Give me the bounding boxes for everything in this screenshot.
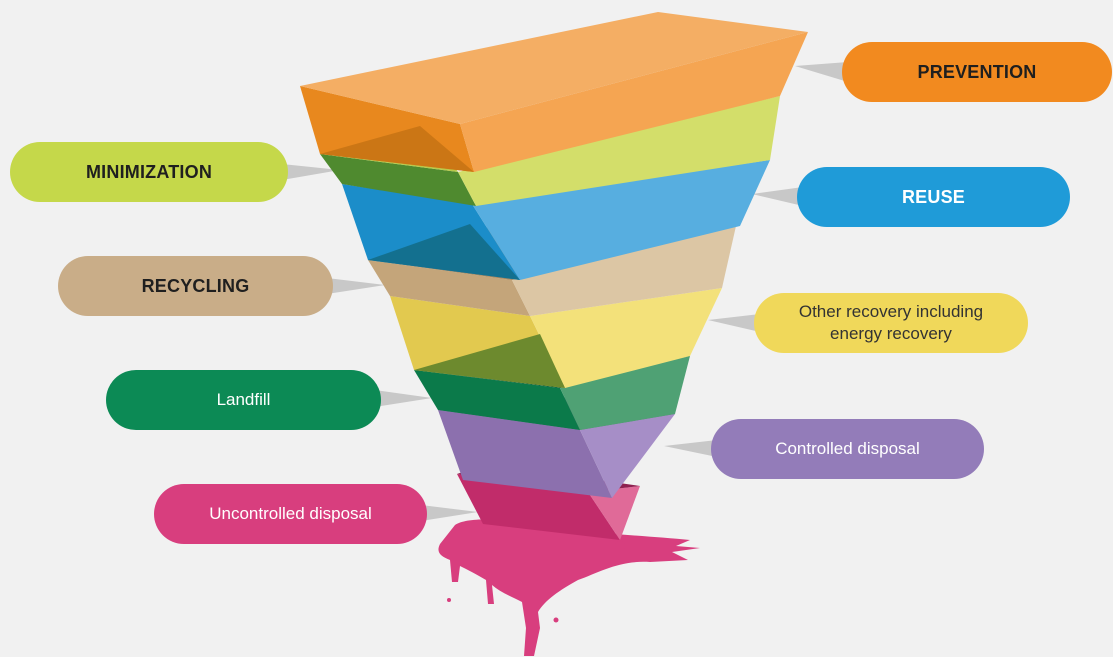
label-prevention: PREVENTION: [842, 42, 1112, 102]
label-recycling-text: RECYCLING: [141, 276, 250, 296]
label-uncontrolled-disposal-text: Uncontrolled disposal: [209, 504, 372, 523]
label-minimization-text: MINIMIZATION: [85, 162, 213, 182]
pointer-uncontrolled-disposal: [421, 505, 478, 521]
funnel-layer-other-recovery: [390, 288, 722, 388]
label-landfill: Landfill: [106, 370, 381, 430]
label-other-recovery-text: Other recovery including energy recovery: [798, 302, 984, 343]
label-other-recovery: Other recovery including energy recovery: [754, 293, 1028, 353]
funnel-layer-reuse: [342, 160, 770, 280]
label-minimization: MINIMIZATION: [10, 142, 288, 202]
label-pointers: [282, 62, 848, 521]
label-controlled-disposal: Controlled disposal: [711, 419, 984, 479]
paint-splash: [438, 519, 700, 656]
funnel-layer-minimization: [320, 96, 780, 206]
label-reuse: REUSE: [797, 167, 1070, 227]
pointer-controlled-disposal: [664, 440, 717, 457]
pointer-recycling: [327, 278, 385, 294]
label-prevention-text: PREVENTION: [917, 62, 1037, 82]
label-controlled-disposal-text: Controlled disposal: [775, 439, 920, 458]
pointer-minimization: [282, 164, 340, 180]
pointer-prevention: [795, 62, 848, 82]
label-reuse-text: REUSE: [901, 187, 965, 207]
label-uncontrolled-disposal: Uncontrolled disposal: [154, 484, 427, 544]
label-recycling: RECYCLING: [58, 256, 333, 316]
label-landfill-text: Landfill: [216, 390, 271, 409]
funnel-layer-prevention: [300, 12, 808, 172]
pointer-landfill: [375, 390, 432, 407]
pointer-other-recovery: [708, 314, 760, 332]
pointer-reuse: [752, 187, 803, 206]
